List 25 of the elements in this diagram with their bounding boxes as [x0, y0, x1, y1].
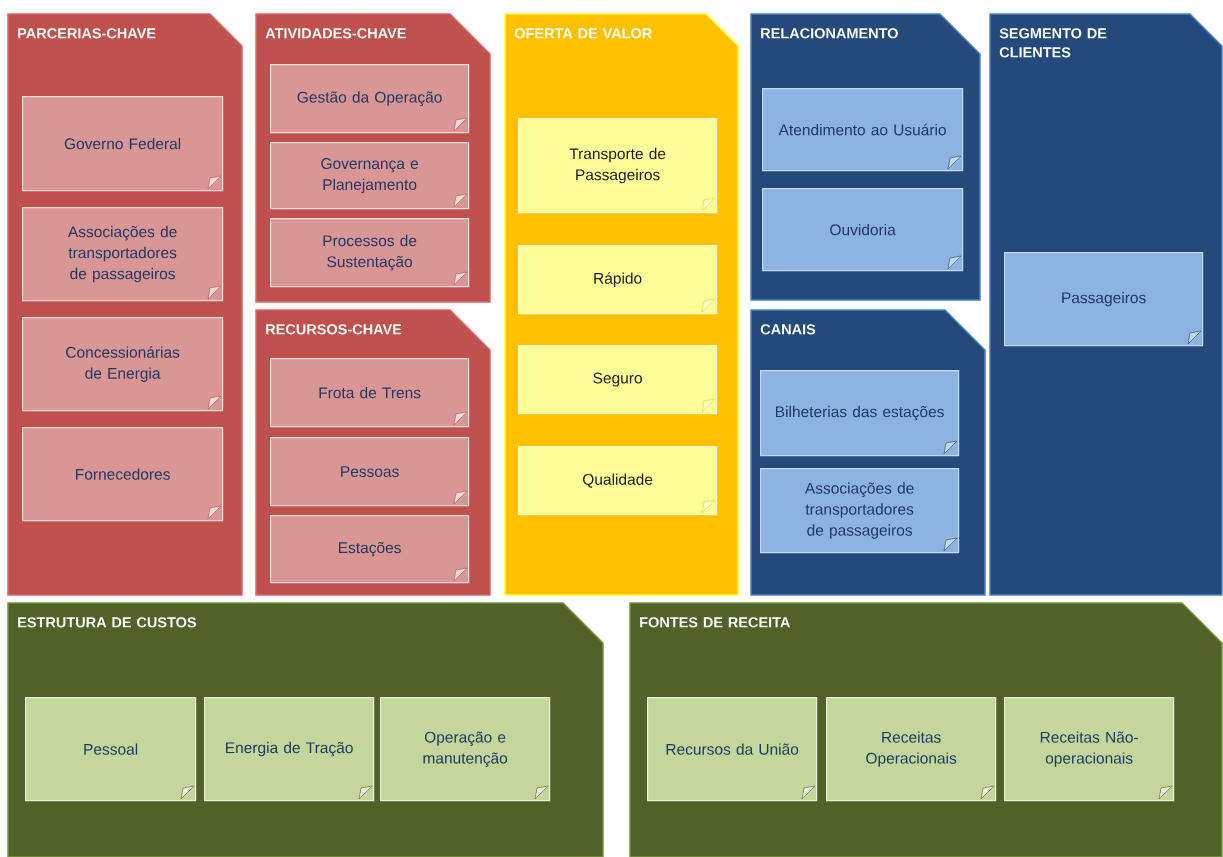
sticky-note: Fornecedores [22, 427, 224, 522]
sticky-note: Associações de transportadores de passageiros [22, 207, 224, 302]
sticky-note: Qualidade [518, 446, 718, 516]
sticky-note: Pessoal [25, 697, 197, 802]
sticky-note: Passageiros [1004, 252, 1204, 347]
sticky-note: Ouvidoria [762, 188, 964, 272]
sticky-note: Atendimento ao Usuário [762, 88, 964, 172]
sticky-note: Bilheterias das estações [760, 370, 960, 457]
sticky-note: Frota de Trens [270, 358, 470, 428]
sticky-note: Pessoas [270, 437, 470, 507]
sticky-note: Operação e manutenção [380, 697, 551, 802]
sticky-note: Estações [270, 515, 470, 584]
sticky-note: Receitas Operacionais [826, 697, 997, 802]
sticky-note: Energia de Tração [204, 697, 375, 802]
sticky-note: Gestão da Operação [270, 64, 470, 134]
sticky-note: Rápido [518, 245, 718, 315]
sticky-note: Processos de Sustentação [270, 218, 470, 288]
sticky-note: Associações de transportadores de passageiros [760, 468, 960, 554]
sticky-note: Concessionárias de Energia [22, 317, 224, 412]
sticky-note: Recursos da União [647, 697, 818, 802]
sticky-note: Governo Federal [22, 96, 224, 192]
sticky-note: Governança e Planejamento [270, 142, 470, 210]
sticky-note: Seguro [518, 345, 718, 415]
sticky-note: Transporte de Passageiros [518, 118, 718, 214]
sticky-note: Receitas Não-operacionais [1004, 697, 1175, 802]
